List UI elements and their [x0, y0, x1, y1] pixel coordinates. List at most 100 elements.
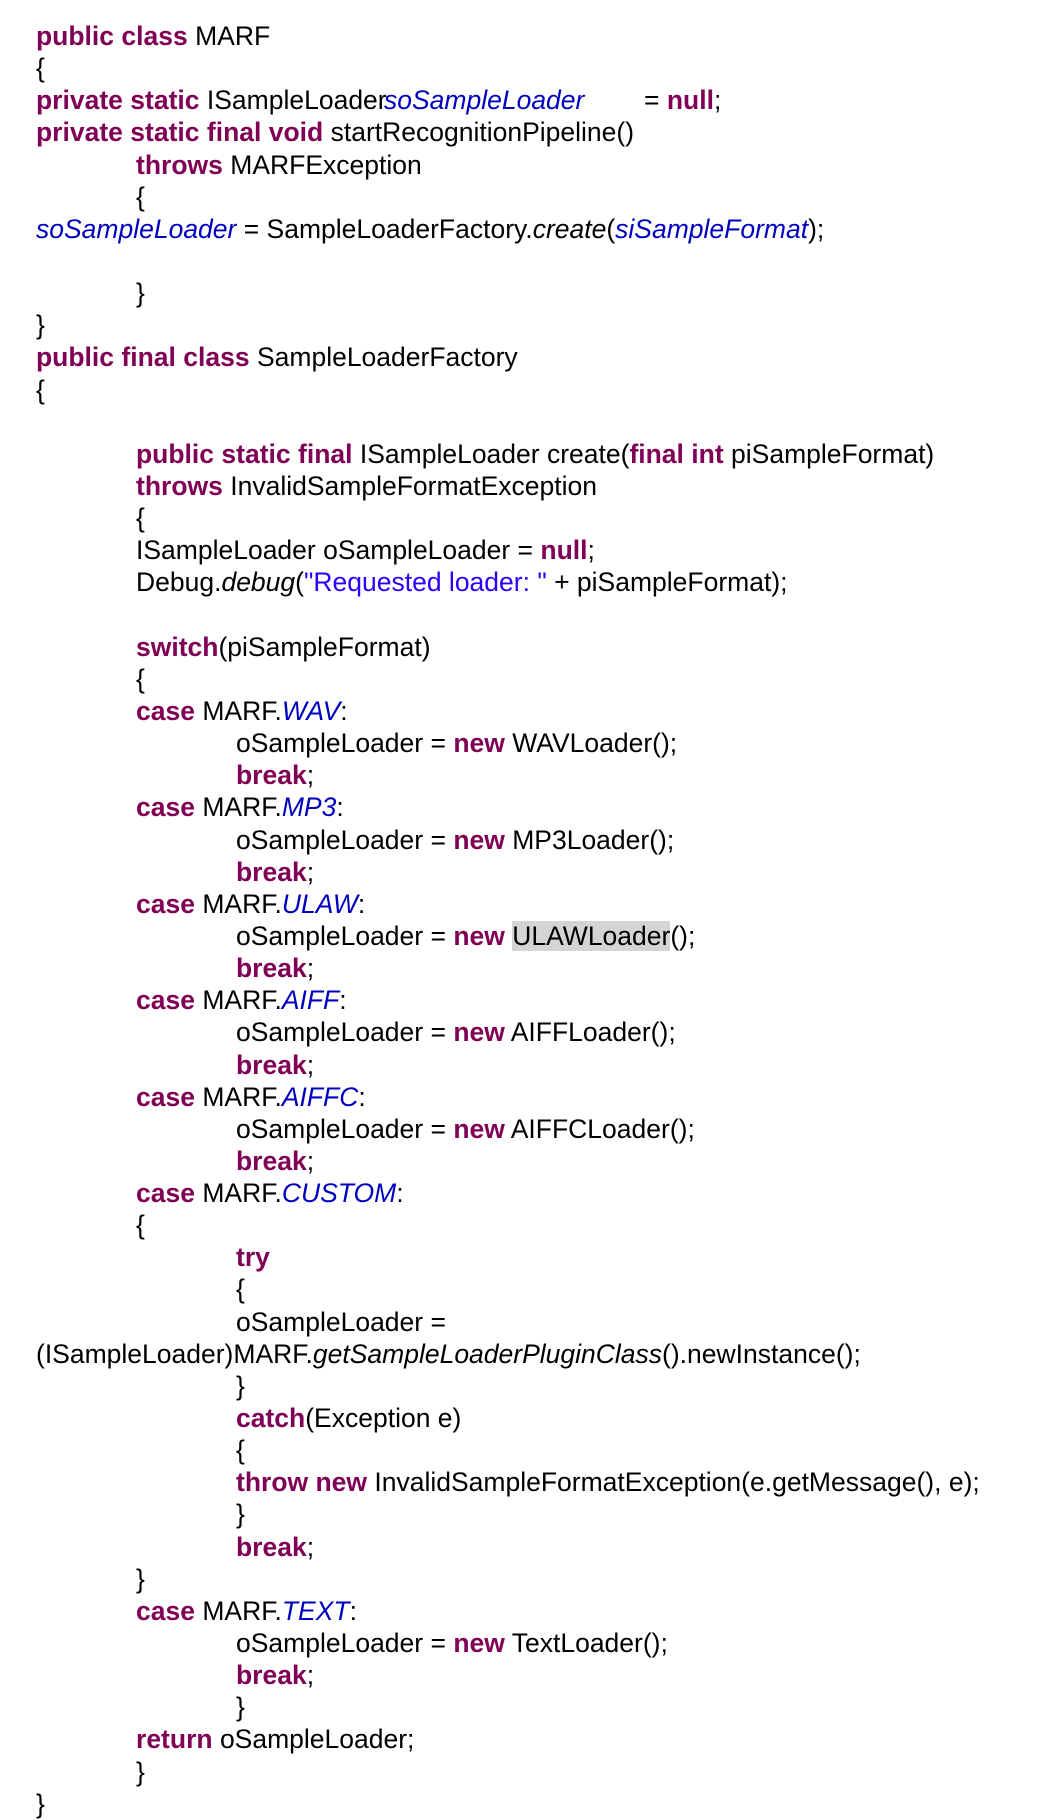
code-line-43: }	[36, 1370, 1036, 1402]
code-line-31: case MARF.AIFF:	[136, 985, 347, 1016]
const-ulaw: ULAW	[281, 888, 358, 919]
open-brace: {	[136, 181, 145, 212]
code-line-10: }	[36, 309, 1036, 341]
class-name-marf: MARF	[195, 21, 271, 51]
close-brace: }	[36, 1788, 45, 1819]
type-isampleloader: ISampleLoader	[206, 85, 387, 116]
keyword-switch: switch	[136, 631, 219, 662]
keyword-class: class	[121, 21, 188, 51]
code-line-36: break;	[236, 1145, 315, 1176]
const-custom: CUSTOM	[281, 1178, 397, 1209]
exception-marf: MARFException	[230, 149, 422, 180]
code-line-34: case MARF.AIFFC:	[136, 1081, 366, 1112]
code-line-26: oSampleLoader = new MP3Loader();	[236, 824, 675, 855]
code-line-2: {	[36, 52, 1036, 84]
code-line-35: oSampleLoader = new AIFFCLoader();	[236, 1113, 695, 1144]
code-line-51: oSampleLoader = new TextLoader();	[236, 1628, 668, 1659]
code-line-6: {	[36, 181, 1036, 213]
code-line-8-blank	[36, 245, 1036, 277]
code-line-7: soSampleLoader = SampleLoaderFactory.cre…	[36, 213, 825, 244]
field-so-sample-loader: soSampleLoader	[36, 213, 237, 244]
code-line-21: {	[36, 663, 1036, 695]
code-line-24: break;	[236, 760, 315, 791]
open-brace: {	[236, 1274, 245, 1305]
code-line-25: case MARF.MP3:	[136, 792, 344, 823]
code-line-45: {	[36, 1434, 1036, 1466]
highlighted-ulaw-loader: ULAWLoader	[512, 920, 671, 951]
code-line-23: oSampleLoader = new WAVLoader();	[236, 728, 678, 759]
keyword-public: public	[36, 21, 115, 51]
keyword-new: new	[453, 920, 505, 951]
const-wav: WAV	[281, 695, 341, 726]
keyword-break: break	[236, 953, 307, 984]
close-brace: }	[36, 310, 45, 341]
keyword-final: final	[629, 438, 684, 469]
keyword-null: null	[540, 535, 588, 566]
code-line-55: }	[36, 1756, 1036, 1788]
method-create: create	[532, 213, 607, 244]
keyword-final: final	[206, 117, 262, 148]
close-brace: }	[236, 1499, 245, 1530]
keyword-static: static	[221, 438, 291, 469]
code-line-39: try	[36, 1241, 1036, 1273]
code-line-52: break;	[236, 1660, 315, 1691]
keyword-case: case	[136, 695, 195, 726]
code-line-46: throw new InvalidSampleFormatException(e…	[236, 1467, 980, 1498]
close-brace: }	[136, 278, 145, 309]
code-line-40: {	[36, 1273, 1036, 1305]
method-get-plugin-class: getSampleLoaderPluginClass	[312, 1338, 663, 1369]
open-brace: {	[236, 1435, 245, 1466]
close-brace: }	[236, 1692, 245, 1723]
code-line-18: Debug.debug("Requested loader: " + piSam…	[136, 567, 788, 598]
keyword-final: final	[298, 438, 353, 469]
keyword-case: case	[136, 1081, 195, 1112]
code-line-17: ISampleLoader oSampleLoader = null;	[136, 535, 595, 566]
code-line-49: }	[36, 1563, 1036, 1595]
field-si-sample-format: siSampleFormat	[615, 213, 809, 244]
keyword-static: static	[130, 85, 200, 116]
keyword-private: private	[36, 117, 123, 148]
keyword-case: case	[136, 888, 195, 919]
const-aiff: AIFF	[281, 985, 340, 1016]
code-line-14: public static final ISampleLoader create…	[136, 438, 935, 469]
open-brace: {	[36, 53, 45, 84]
code-listing: public class MARF { private static ISamp…	[36, 20, 1036, 1820]
keyword-private: private	[36, 85, 123, 116]
method-start-pipeline: startRecognitionPipeline()	[330, 117, 635, 148]
keyword-new: new	[453, 1017, 505, 1048]
code-line-4: private static final void startRecogniti…	[36, 116, 1036, 148]
keyword-static: static	[130, 117, 200, 148]
keyword-new: new	[315, 1467, 368, 1498]
keyword-throws: throws	[136, 470, 223, 501]
close-brace: }	[136, 1756, 145, 1787]
keyword-int: int	[691, 438, 724, 469]
code-line-27: break;	[236, 856, 315, 887]
keyword-break: break	[236, 1660, 307, 1691]
open-brace: {	[136, 663, 145, 694]
code-line-12: {	[36, 374, 1036, 406]
close-brace: }	[236, 1370, 245, 1401]
keyword-case: case	[136, 1595, 195, 1626]
code-line-20: switch(piSampleFormat)	[136, 631, 431, 662]
keyword-break: break	[236, 1531, 307, 1562]
class-name-factory: SampleLoaderFactory	[256, 342, 518, 373]
code-line-32: oSampleLoader = new AIFFLoader();	[236, 1017, 676, 1048]
const-text: TEXT	[281, 1595, 350, 1626]
keyword-case: case	[136, 1178, 195, 1209]
string-literal: "Requested loader: "	[303, 567, 547, 598]
code-line-15: throws InvalidSampleFormatException	[36, 470, 1036, 502]
code-line-44: catch(Exception e)	[236, 1403, 462, 1434]
keyword-case: case	[136, 985, 195, 1016]
keyword-new: new	[453, 1628, 505, 1659]
keyword-break: break	[236, 1145, 307, 1176]
keyword-public: public	[136, 438, 215, 469]
code-line-28: case MARF.ULAW:	[136, 888, 366, 919]
code-line-38: {	[36, 1209, 1036, 1241]
const-mp3: MP3	[281, 792, 337, 823]
method-debug: debug	[221, 567, 296, 598]
keyword-final: final	[121, 342, 176, 373]
keyword-void: void	[268, 117, 324, 148]
exception-invalid-format: InvalidSampleFormatException	[230, 470, 598, 501]
keyword-new: new	[453, 824, 505, 855]
